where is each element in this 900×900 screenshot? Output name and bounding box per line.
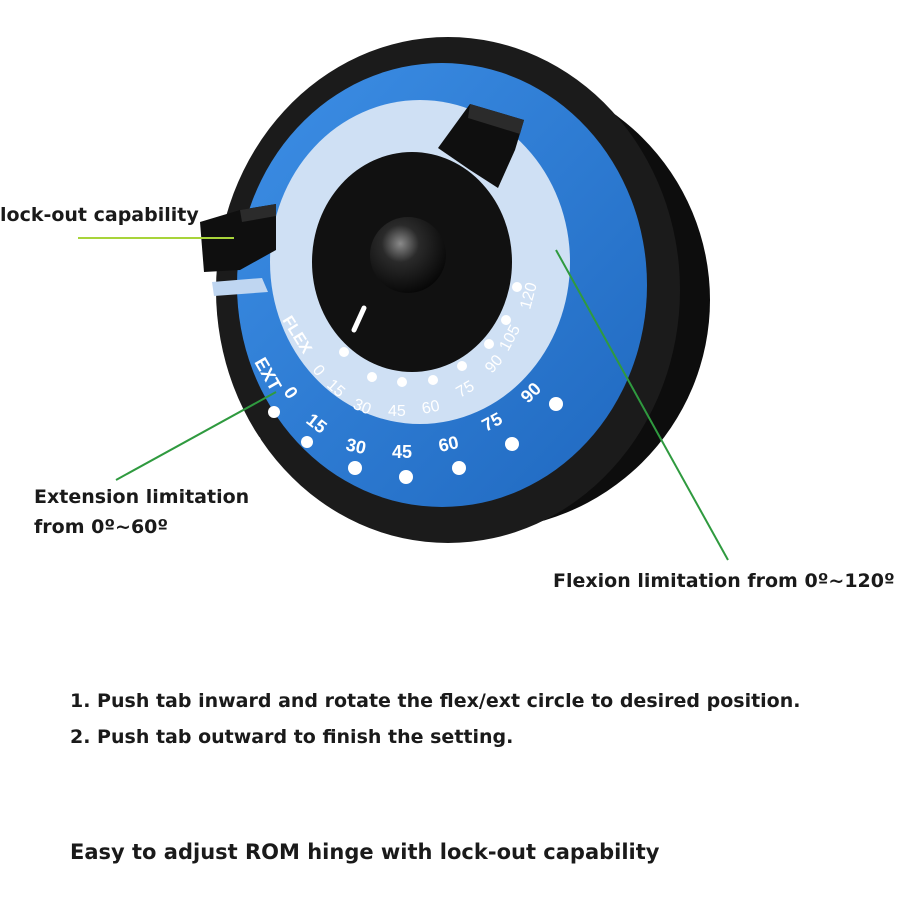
flex-tick-60: 60 (420, 398, 441, 418)
flex-tick-75: 75 (454, 378, 478, 402)
extension-callout: Extension limitation from 0º~60º (34, 482, 249, 542)
edge-mark (256, 437, 264, 449)
ext-dots (268, 397, 563, 484)
step-item: 1. Push tab inward and rotate the flex/e… (70, 690, 801, 712)
extension-callout-line-1: Extension limitation (34, 486, 250, 508)
upper-lock-tab[interactable] (438, 104, 524, 188)
extension-leader (115, 391, 277, 481)
tagline: Easy to adjust ROM hinge with lock-out c… (70, 840, 660, 864)
ext-tick-60: 60 (437, 432, 461, 456)
extension-callout-line-2: from 0º~60º (34, 516, 169, 538)
flex-dots (339, 282, 522, 387)
instruction-steps: 1. Push tab inward and rotate the flex/e… (70, 683, 800, 755)
ext-tick-45: 45 (392, 442, 412, 462)
flexion-leader (555, 249, 729, 561)
flexion-callout: Flexion limitation from 0º~120º (553, 570, 895, 592)
index-mark (351, 305, 367, 333)
flex-tick-30: 30 (351, 396, 374, 418)
step-item: 2. Push tab outward to finish the settin… (70, 726, 514, 748)
ext-tick-30: 30 (344, 434, 368, 458)
flex-tick-45: 45 (388, 403, 406, 420)
flex-tick-120: 120 (517, 281, 540, 311)
center-knob (370, 217, 446, 293)
lockout-callout: lock-out capability (0, 204, 199, 226)
left-lock-tab[interactable] (200, 204, 276, 296)
